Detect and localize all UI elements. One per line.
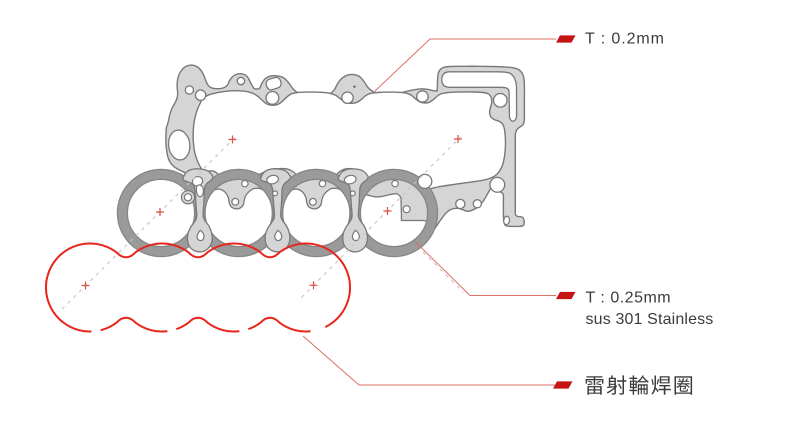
svg-text:T : 0.25mm: T : 0.25mm bbox=[586, 290, 672, 307]
svg-text:T : 0.2mm: T : 0.2mm bbox=[585, 31, 665, 48]
svg-text:sus 301 Stainless: sus 301 Stainless bbox=[586, 311, 714, 328]
